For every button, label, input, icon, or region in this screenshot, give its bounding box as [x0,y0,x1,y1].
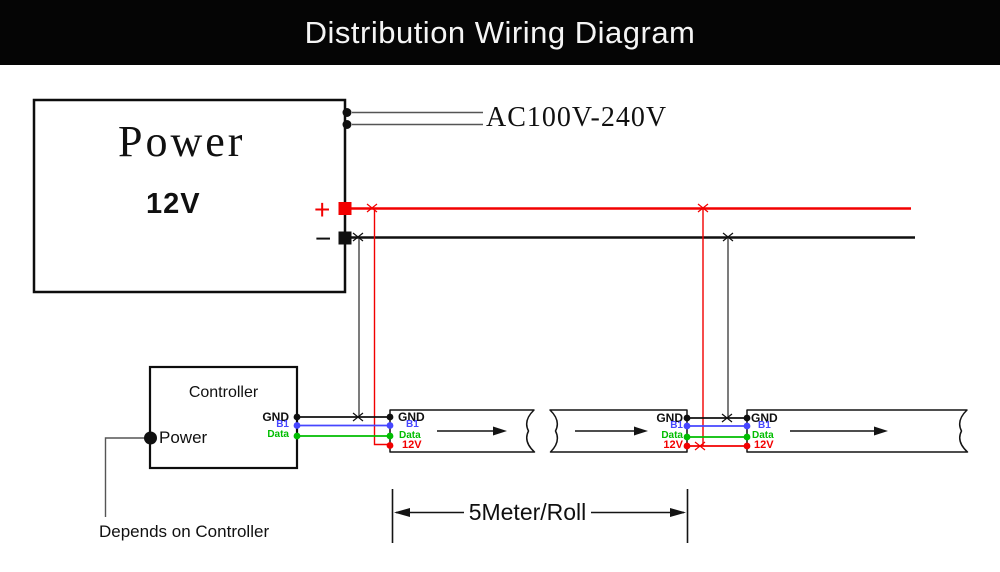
strip3-pin-12v: 12V [754,439,774,451]
controller-box [148,365,299,470]
strip1-pin-b1: B1 [406,419,419,430]
strip1-pin-12v: 12V [402,439,422,451]
strip2-pin-12v: 12V [663,439,683,451]
power-supply-voltage: 12V [146,188,201,220]
strip2-pin-data: Data [661,430,683,441]
strip1-pin-data: Data [399,430,421,441]
dimension-arrow-left-icon [394,508,410,517]
controller-power-dot [144,431,157,445]
strip2-pin-b1: B1 [670,420,683,431]
dimension-arrow-right-icon [670,508,686,517]
power-supply-name: Power [118,117,246,166]
ac-input-label: AC100V-240V [486,102,668,133]
page-title: Distribution Wiring Diagram [304,14,696,50]
positive-terminal [338,202,352,215]
strip3-pin-b1: B1 [758,420,771,431]
junction-tick-gnd [352,232,734,423]
controller-pin-data: Data [267,429,289,440]
strip3-data-dot [743,433,751,441]
power-supply-box [32,98,347,294]
strip2-data-dot [683,433,691,441]
controller-gnd-dot [293,413,301,421]
roll-length-label: 5Meter/Roll [468,499,587,525]
strip3-pin-data: Data [752,430,774,441]
strip1-b1-dot [386,422,394,429]
ac-terminal-dot [342,108,352,117]
flow-arrow [437,426,507,436]
strip3-pin-gnd: GND [751,411,778,425]
strip1-gnd-dot [386,413,394,421]
controller-pin-b1: B1 [276,419,289,430]
junction-tick-12v [366,203,709,451]
title-bar: Distribution Wiring Diagram [0,0,1000,65]
controller-power-label: Power [159,428,208,447]
strip1-12v-dot [386,442,394,449]
negative-terminal [338,231,352,245]
strip2-b1-dot [683,422,691,430]
strip2-12v-dot [683,442,691,450]
strip3-b1-dot [743,422,751,430]
controller-note: Depends on Controller [99,522,270,541]
strip2-pin-gnd: GND [656,411,683,425]
controller-title: Controller [188,384,259,401]
v12-drop-wire-1 [373,209,388,446]
strip2-gnd-dot [683,414,691,422]
ac-terminal-dot [342,120,352,129]
flow-arrow [575,426,648,436]
controller-b1-dot [293,422,301,429]
flow-arrow [790,426,888,436]
roll-dimension [391,489,689,543]
negative-sign: − [315,223,332,254]
controller-data-dot [293,432,301,440]
controller-power-wire [104,437,150,517]
strip1-data-dot [386,432,394,440]
positive-sign: + [314,194,331,225]
strip1-pin-gnd: GND [398,410,425,424]
strip3-12v-dot [743,442,751,450]
strip3-gnd-dot [743,414,751,422]
controller-pin-gnd: GND [262,410,289,424]
